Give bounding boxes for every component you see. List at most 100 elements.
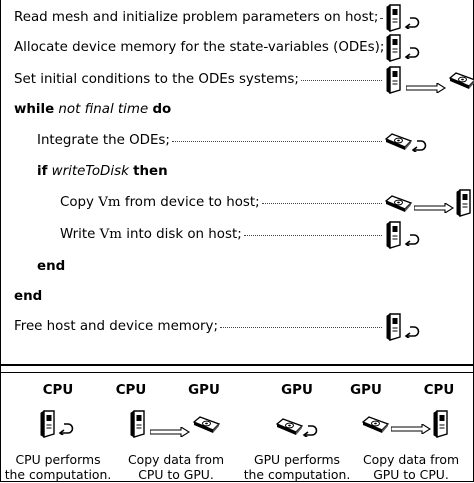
icon-slot — [403, 14, 421, 33]
return-arrow-icon — [58, 423, 74, 437]
return-arrow-icon — [404, 17, 420, 31]
legend-head-1-0: CPU — [115, 383, 147, 398]
return-arrow-icon — [404, 47, 420, 61]
dotted-leader — [300, 80, 382, 81]
caption-line: Copy data from — [127, 452, 225, 467]
icon-slot — [433, 410, 449, 442]
algorithm-line-l4: while not final time do — [14, 102, 171, 118]
icon-slot — [130, 410, 146, 442]
statement-text: Integrate the ODEs; — [37, 133, 170, 148]
caption-line: the computation. — [4, 467, 112, 482]
cpu-tower-icon — [386, 66, 401, 94]
statement-text: into disk on host; — [121, 227, 242, 242]
icon-slot — [390, 419, 432, 438]
cpu-tower-icon — [456, 189, 471, 217]
icon-slot — [192, 416, 221, 438]
icon-slot — [410, 137, 428, 156]
legend-head-3-1: CPU — [423, 383, 455, 398]
legend-head-2: GPU — [281, 383, 313, 398]
legend-head-0: CPU — [42, 383, 74, 398]
keyword: then — [133, 164, 168, 179]
algorithm-line-l7: Copy Vm from device to host; — [60, 195, 260, 211]
legend-head-1-1: GPU — [188, 383, 220, 398]
algorithm-line-l8: Write Vm into disk on host; — [60, 227, 242, 243]
cpu-tower-icon — [130, 410, 145, 438]
statement-text: from device to host; — [120, 195, 260, 210]
icon-slot — [149, 422, 191, 441]
gpu-card-icon — [384, 133, 413, 150]
caption-line: Copy data from — [362, 452, 460, 467]
icon-slot — [456, 189, 472, 221]
cpu-tower-icon — [40, 410, 55, 438]
statement-text: Set initial conditions to the ODEs syste… — [14, 72, 299, 87]
icon-slot — [448, 72, 474, 94]
gpu-card-icon — [361, 416, 390, 433]
icon-slot — [386, 66, 402, 98]
icon-slot — [386, 4, 402, 36]
gpu-card-icon — [384, 195, 413, 212]
divider-thin — [0, 372, 474, 373]
caption-line: CPU to GPU. — [138, 467, 214, 482]
gpu-card-icon — [448, 72, 474, 89]
algorithm-line-l11: Free host and device memory; — [14, 319, 218, 335]
icon-slot — [413, 198, 455, 217]
return-arrow-icon — [404, 326, 420, 340]
transfer-arrow-icon — [149, 426, 191, 438]
icon-slot — [386, 34, 402, 66]
gpu-card-icon — [192, 416, 221, 433]
gpu-card-icon — [275, 418, 304, 435]
cpu-tower-icon — [386, 34, 401, 62]
algorithm-line-l3: Set initial conditions to the ODEs syste… — [14, 72, 299, 88]
statement-text: Read mesh and initialize problem paramet… — [14, 10, 379, 25]
dotted-leader — [219, 327, 382, 328]
dotted-leader — [380, 18, 382, 19]
statement-text: Allocate device memory for the state-var… — [14, 40, 385, 55]
return-arrow-icon — [411, 140, 427, 154]
algorithm-line-l10: end — [14, 289, 42, 305]
icon-slot — [384, 133, 413, 155]
transfer-arrow-icon — [405, 82, 447, 94]
algorithm-line-l1: Read mesh and initialize problem paramet… — [14, 10, 378, 26]
caption-line: CPU performs — [15, 452, 101, 467]
cpu-tower-icon — [433, 410, 448, 438]
divider-thick — [0, 364, 474, 366]
keyword: end — [37, 259, 66, 274]
transfer-arrow-icon — [390, 423, 432, 435]
icon-slot — [384, 195, 413, 217]
statement-text: Free host and device memory; — [14, 319, 218, 334]
icon-slot — [405, 78, 447, 97]
keyword: do — [152, 102, 172, 117]
icon-slot — [403, 231, 421, 250]
cpu-tower-icon — [386, 313, 401, 341]
keyword: end — [14, 289, 43, 304]
condition-text: writeToDisk — [47, 164, 134, 179]
icon-slot — [403, 44, 421, 63]
keyword: while — [14, 102, 55, 117]
dotted-leader — [171, 141, 382, 142]
icon-slot — [40, 410, 56, 442]
icon-slot — [275, 418, 304, 440]
icon-slot — [403, 323, 421, 342]
caption-line: the computation. — [243, 467, 351, 482]
variable-symbol: Vm — [98, 195, 121, 210]
dotted-leader — [243, 235, 382, 236]
algorithm-line-l6: if writeToDisk then — [37, 164, 168, 180]
keyword: if — [37, 164, 48, 179]
caption-line: GPU to CPU. — [373, 467, 449, 482]
legend-head-3-0: GPU — [350, 383, 382, 398]
condition-text: not final time — [54, 102, 153, 117]
statement-text: Write — [60, 227, 100, 242]
statement-text: Copy — [60, 195, 99, 210]
icon-slot — [386, 221, 402, 253]
icon-slot — [301, 422, 319, 441]
algorithm-line-l2: Allocate device memory for the state-var… — [14, 40, 384, 56]
cpu-tower-icon — [386, 221, 401, 249]
cpu-tower-icon — [386, 4, 401, 32]
caption-line: GPU performs — [253, 452, 340, 467]
dotted-leader — [261, 203, 382, 204]
algorithm-line-l9: end — [37, 259, 65, 275]
algorithm-line-l5: Integrate the ODEs; — [37, 133, 170, 149]
